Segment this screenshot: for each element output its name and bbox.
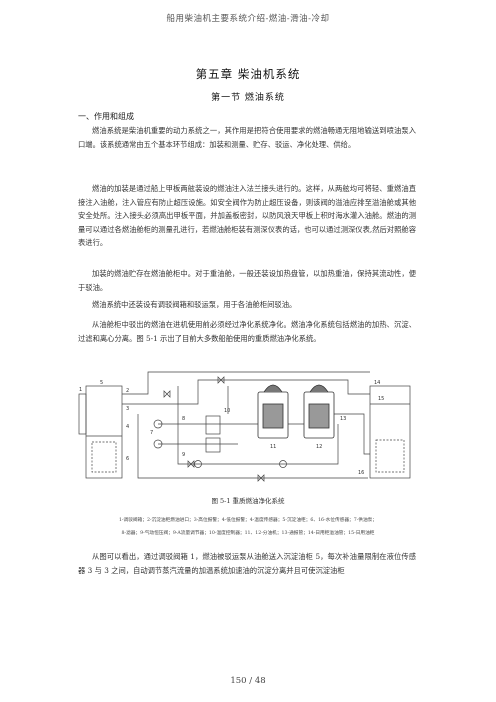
figure-label: 6	[126, 456, 129, 462]
paragraph-text: 从油舱柜中驳出的燃油在进机使用前必须经过净化系统净化。燃油净化系统包括燃油的加热…	[78, 320, 416, 343]
figure-label: 1	[79, 387, 82, 393]
figure-label: 10	[224, 408, 230, 414]
paragraph-text: 燃油系统是柴油机重要的动力系统之一，其作用是把符合使用要求的燃油畅通无阻地输送到…	[78, 126, 416, 149]
legend-line: 8-滤器；9-气动恒压阀；9-A流量调节器；10-温度控制器；11、12-分油机…	[121, 531, 375, 536]
figure-label: 15	[378, 396, 384, 402]
figure-label: 13	[340, 416, 346, 422]
figure-label: 7	[150, 430, 153, 436]
paragraph-6: 从图可以看出，通过调驳阀箱 1，燃油被驳运泵从油舱送入沉淀油柜 5，每次补油量限…	[78, 550, 416, 577]
paragraph-1: 燃油系统是柴油机重要的动力系统之一，其作用是把符合使用要求的燃油畅通无阻地输送到…	[78, 124, 416, 151]
figure-label: 9	[182, 452, 185, 458]
page-header: 船用柴油机主要系统介绍-燃油-滑油-冷却	[166, 14, 330, 24]
section-title: 第一节 燃油系统	[211, 93, 285, 103]
figure-label: 12	[316, 444, 322, 450]
paragraph-text: 燃油系统中还装设有调驳阀箱和驳运泵，用于各油舱柜间驳油。	[92, 300, 297, 309]
figure-label: 2	[126, 388, 129, 394]
paragraph-text: 加装的燃油贮存在燃油舱柜中。对于重油舱，一般还装设加热盘管，以加热重油，保持其流…	[78, 269, 416, 292]
figure-caption: 图 5-1 重质燃油净化系统	[211, 497, 285, 505]
legend-line: 1-调驳阀箱；2-沉淀油柜燃油进口；3-高位报警；4-低位报警；4-温度传感器；…	[118, 518, 378, 523]
paragraph-3: 加装的燃油贮存在燃油舱柜中。对于重油舱，一般还装设加热盘管，以加热重油，保持其流…	[78, 267, 416, 294]
figure-label: 8	[182, 416, 185, 422]
figure-label: 5	[100, 380, 103, 386]
figure-label: 16	[358, 470, 364, 476]
page-number: 150 / 48	[230, 676, 266, 686]
figure-label: 3	[126, 406, 129, 412]
diagram-svg: 1 2 3 4 5 6 7 8 9 10 11 12 13 14 15 16	[78, 371, 411, 482]
chapter-title: 第五章 柴油机系统	[195, 67, 301, 81]
figure-legend: 1-调驳阀箱；2-沉淀油柜燃油进口；3-高位报警；4-低位报警；4-温度传感器；…	[78, 514, 418, 540]
settling-tank-shape	[85, 385, 123, 479]
figure-label: 4	[126, 424, 129, 430]
fuel-purification-diagram: 1 2 3 4 5 6 7 8 9 10 11 12 13 14 15 16	[78, 364, 418, 486]
figure-label: 11	[270, 444, 276, 450]
subsection-title: 一、作用和组成	[78, 112, 134, 121]
figure-label: 14	[374, 380, 380, 386]
daily-tank-shape	[369, 385, 411, 479]
paragraph-text: 燃油的加装是通过船上甲板两舷装设的燃油注入法兰接头进行的。这样，从两舷均可将轻、…	[78, 184, 416, 248]
paragraph-2: 燃油的加装是通过船上甲板两舷装设的燃油注入法兰接头进行的。这样，从两舷均可将轻、…	[78, 182, 416, 250]
paragraph-4: 燃油系统中还装设有调驳阀箱和驳运泵，用于各油舱柜间驳油。	[78, 298, 416, 312]
paragraph-5: 从油舱柜中驳出的燃油在进机使用前必须经过净化系统净化。燃油净化系统包括燃油的加热…	[78, 318, 416, 345]
paragraph-text: 从图可以看出，通过调驳阀箱 1，燃油被驳运泵从油舱送入沉淀油柜 5，每次补油量限…	[78, 552, 416, 575]
